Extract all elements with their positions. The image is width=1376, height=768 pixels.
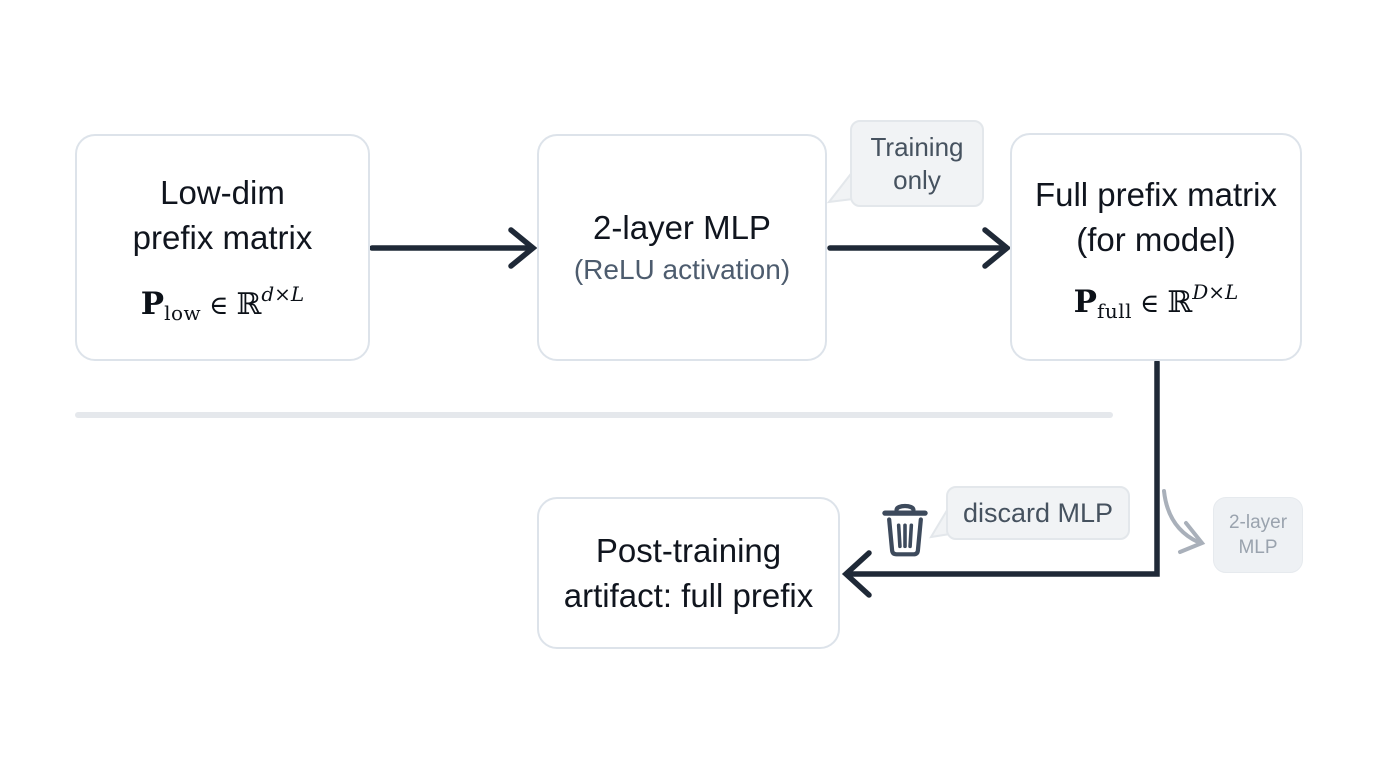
node-full-prefix-line2: (for model) bbox=[1076, 220, 1236, 258]
discarded-mlp-line1: 2-layer bbox=[1228, 512, 1288, 533]
discarded-mlp-line2: MLP bbox=[1238, 537, 1278, 558]
section-divider bbox=[75, 412, 1113, 418]
node-mlp-line1: 2-layer MLP bbox=[593, 209, 771, 246]
training-only-callout: Training only bbox=[850, 120, 984, 207]
node-discarded-mlp: 2-layer MLP bbox=[1213, 497, 1303, 573]
training-only-line1: Training bbox=[870, 131, 964, 162]
node-full-prefix: Full prefix matrix (for model) Pfull∈ℝD×… bbox=[1010, 133, 1302, 361]
node-mlp-line2: (ReLU activation) bbox=[573, 254, 791, 285]
node-full-prefix-formula: Pfull∈ℝD×L bbox=[1073, 279, 1239, 323]
arrow-low-to-mlp-icon bbox=[369, 227, 538, 269]
discard-mlp-label: discard MLP bbox=[962, 497, 1114, 528]
node-low-dim-line1: Low-dim bbox=[160, 174, 285, 211]
arrow-mlp-to-full-icon bbox=[827, 227, 1012, 269]
node-mlp: 2-layer MLP (ReLU activation) bbox=[537, 134, 827, 361]
arrow-full-to-artifact-icon bbox=[841, 359, 1160, 598]
curved-arrow-discard-icon bbox=[1162, 489, 1206, 554]
node-low-dim-formula: Plow∈ℝd×L bbox=[140, 282, 305, 325]
trash-icon bbox=[879, 501, 931, 558]
discard-mlp-callout: discard MLP bbox=[946, 486, 1130, 540]
training-only-line2: only bbox=[893, 164, 941, 195]
node-full-prefix-line1: Full prefix matrix bbox=[1034, 175, 1278, 213]
node-post-training-artifact: Post-training artifact: full prefix bbox=[537, 497, 840, 649]
node-low-dim-prefix: Low-dim prefix matrix Plow∈ℝd×L bbox=[75, 134, 370, 361]
node-artifact-line2: artifact: full prefix bbox=[563, 577, 814, 614]
node-artifact-line1: Post-training bbox=[595, 532, 782, 569]
node-low-dim-line2: prefix matrix bbox=[132, 219, 313, 256]
